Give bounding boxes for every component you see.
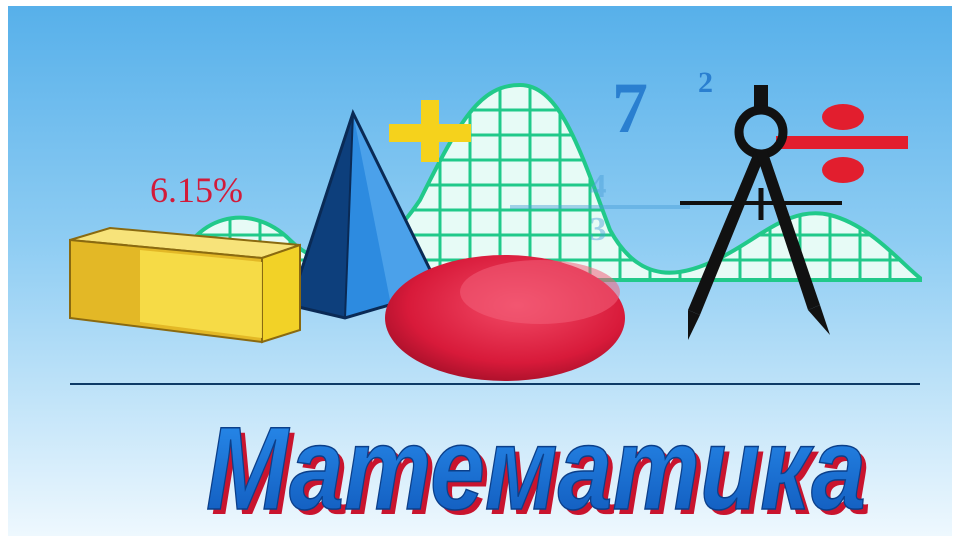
ellipse-shape bbox=[385, 255, 625, 381]
divide-icon bbox=[776, 104, 908, 183]
fraction-denominator: 3 bbox=[590, 211, 607, 248]
pyramid-shape bbox=[288, 109, 443, 320]
fraction-numerator: 4 bbox=[590, 168, 607, 205]
fraction-label: 4 3 bbox=[510, 168, 690, 248]
white-frame bbox=[0, 0, 962, 6]
compass-icon bbox=[680, 85, 842, 340]
power-exponent: 2 bbox=[698, 66, 713, 99]
plus-icon bbox=[389, 100, 471, 162]
title-shadow: Математика bbox=[211, 408, 871, 540]
percent-label: 6.15% bbox=[150, 170, 243, 210]
cuboid-shape bbox=[69, 226, 301, 344]
power-base: 7 bbox=[612, 68, 648, 148]
page-title: Математика bbox=[206, 403, 866, 535]
